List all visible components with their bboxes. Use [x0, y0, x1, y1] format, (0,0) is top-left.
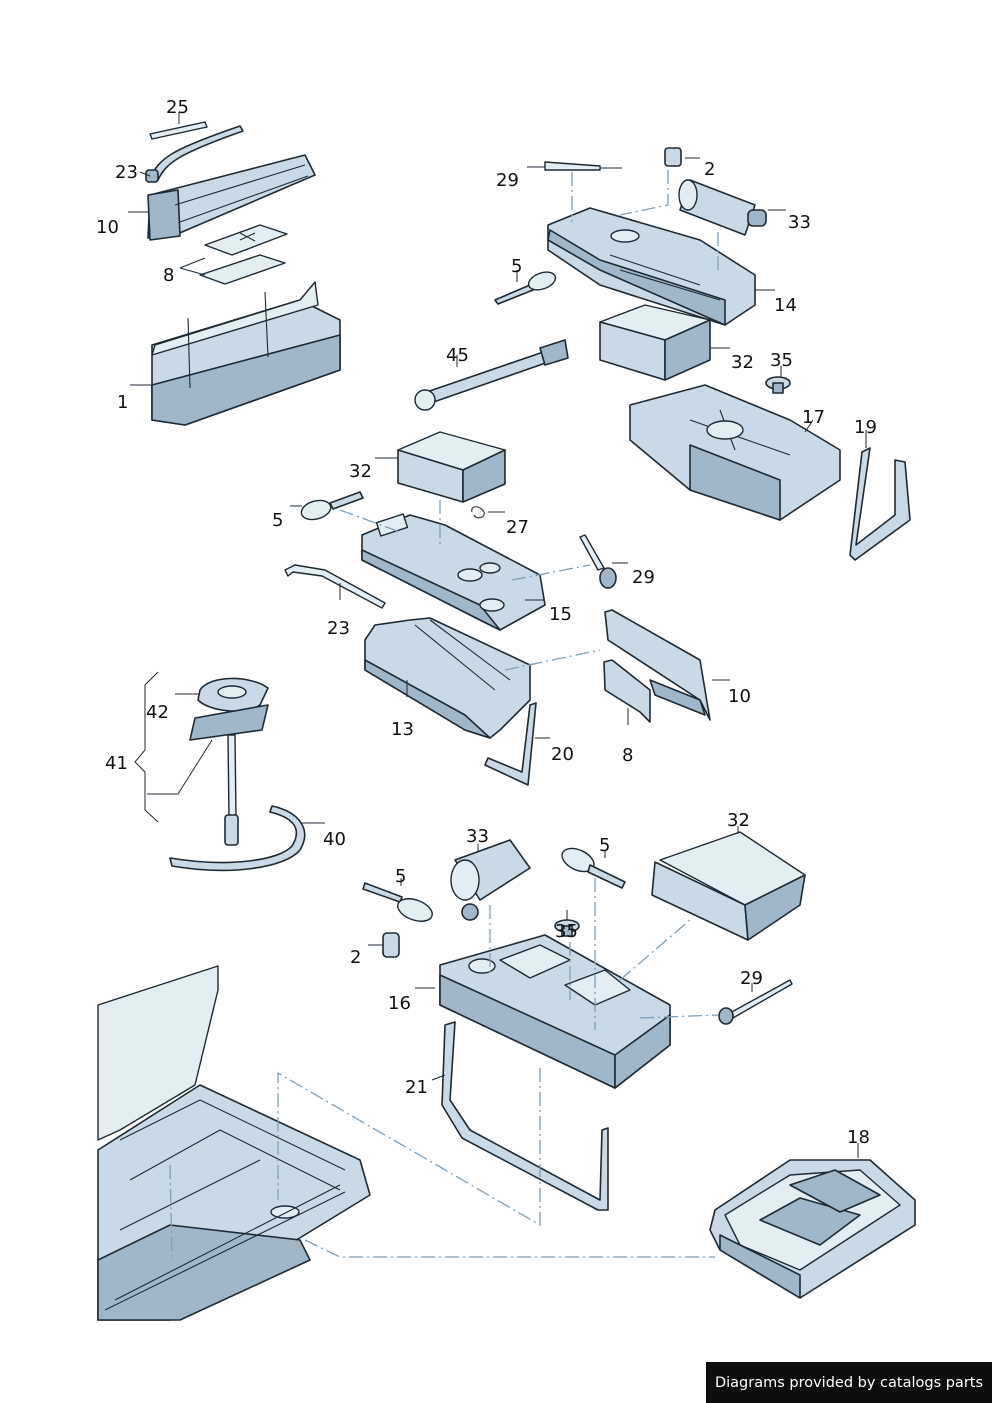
callout-15: 15: [549, 604, 572, 625]
callout-32: 32: [349, 461, 372, 482]
callout-20: 20: [551, 744, 574, 765]
callout-32: 32: [727, 810, 750, 831]
callout-18: 18: [847, 1127, 870, 1148]
part-1-storage-box: [151, 281, 341, 426]
part-17-foam-tray: [629, 384, 841, 521]
part-13-foam-tray: [364, 617, 531, 739]
part-32-box-bottom: [651, 831, 806, 941]
part-8-plates: [199, 224, 288, 285]
callout-17: 17: [802, 407, 825, 428]
callout-33: 33: [788, 212, 811, 233]
part-10-bracket: [604, 609, 711, 721]
callout-13: 13: [391, 719, 414, 740]
callout-21: 21: [405, 1077, 428, 1098]
callout-32: 32: [731, 352, 754, 373]
callout-14: 14: [774, 295, 797, 316]
callout-8: 8: [163, 265, 174, 286]
part-35-cap-right: [765, 376, 791, 394]
callout-5: 5: [272, 510, 283, 531]
part-29-pin-center: [579, 534, 617, 589]
callout-27: 27: [506, 517, 529, 538]
part-41-jack-shaft: [224, 734, 239, 846]
part-2-plug-bottom: [382, 932, 400, 958]
part-25-rod: [149, 121, 208, 140]
callout-23: 23: [115, 162, 138, 183]
part-19-strap: [849, 447, 911, 561]
callout-1: 1: [117, 392, 128, 413]
callout-16: 16: [388, 993, 411, 1014]
callout-35: 35: [770, 350, 793, 371]
part-23-crank-handle: [145, 125, 244, 183]
part-16-foam-tray: [439, 934, 671, 1089]
part-18-storage-tray: [709, 1159, 916, 1299]
part-23-crank-center: [284, 564, 386, 609]
callout-10: 10: [728, 686, 751, 707]
part-29-pin-bottom: [718, 979, 793, 1025]
part-5-eyebolt-left: [362, 882, 433, 922]
part-42-jack-head: [189, 677, 269, 741]
part-32-box-right: [599, 304, 711, 381]
callout-19: 19: [854, 417, 877, 438]
part-40-ring: [169, 805, 306, 872]
part-14-foam-tray: [547, 207, 756, 326]
part-35-cap-bottom: [554, 919, 580, 937]
callout-2: 2: [350, 947, 361, 968]
part-21-strap: [441, 1021, 609, 1211]
callout-29: 29: [740, 968, 763, 989]
connection-lines: [169, 170, 719, 1261]
part-5-eyebolt-right: [561, 847, 626, 889]
part-8-plate-center: [603, 659, 651, 723]
callout-2: 2: [704, 159, 715, 180]
part-5-eyebolt-center: [300, 491, 364, 521]
part-27-clip: [471, 506, 485, 519]
callout-33: 33: [466, 826, 489, 847]
part-33-canister-top: [678, 179, 767, 236]
vehicle-trunk-compartment: [97, 965, 371, 1321]
part-2-plug-top: [664, 147, 682, 167]
part-15-foam-tray: [361, 513, 546, 631]
callout-40: 40: [323, 829, 346, 850]
credit-banner: Diagrams provided by catalogs parts: [706, 1362, 992, 1403]
part-32-box-center: [397, 431, 506, 503]
callout-25: 25: [166, 97, 189, 118]
callout-35: 35: [555, 921, 578, 942]
callout-29: 29: [632, 567, 655, 588]
part-45-wrench: [414, 339, 569, 411]
callout-5: 5: [599, 835, 610, 856]
part-5-eyebolt-top: [494, 271, 557, 305]
part-33-canister-bottom: [450, 839, 531, 921]
callout-45: 45: [446, 345, 469, 366]
callout-10: 10: [96, 217, 119, 238]
callout-42: 42: [146, 702, 169, 723]
callout-29: 29: [496, 170, 519, 191]
callout-8: 8: [622, 745, 633, 766]
part-29-pin-top: [544, 161, 622, 171]
part-10-jack-tray: [147, 154, 316, 241]
callout-5: 5: [395, 866, 406, 887]
callout-5: 5: [511, 256, 522, 277]
callout-labels: 25 23 10 8 1 29 2 33 5 14 45 32 35 17 19…: [96, 97, 877, 1148]
callout-23: 23: [327, 618, 350, 639]
callout-41: 41: [105, 753, 128, 774]
leader-lines: [128, 112, 867, 1158]
part-20-strap: [484, 702, 537, 786]
